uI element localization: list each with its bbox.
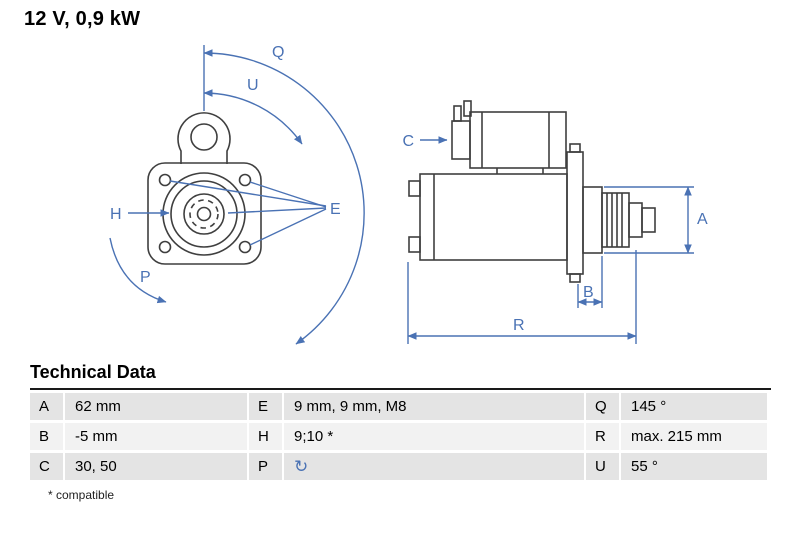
- mounting-tab: [408, 236, 421, 253]
- pinion-gear: [601, 192, 630, 248]
- shaft-hole: [196, 206, 212, 222]
- mounting-tab: [408, 180, 421, 197]
- technical-data-heading: Technical Data: [30, 362, 156, 382]
- technical-data-table: A 62 mm E 9 mm, 9 mm, M8 Q 145 ° B -5 mm…: [28, 390, 769, 483]
- param-key: H: [249, 423, 282, 450]
- e-pointer-line: [249, 181, 327, 208]
- q-angle-arc: [203, 49, 365, 345]
- param-value: 9;10 *: [284, 423, 584, 450]
- label-e: E: [330, 201, 341, 218]
- table-row: A 62 mm E 9 mm, 9 mm, M8 Q 145 °: [30, 393, 767, 420]
- pinion-shaft: [628, 202, 643, 238]
- param-value: 55 °: [621, 453, 767, 480]
- terminal-stud: [463, 100, 472, 117]
- param-value: 30, 50: [65, 453, 247, 480]
- side-labels: C A B R: [402, 133, 708, 334]
- bolt-hole: [238, 173, 252, 187]
- table-row: B -5 mm H 9;10 * R max. 215 mm: [30, 423, 767, 450]
- param-key: A: [30, 393, 63, 420]
- param-key: C: [30, 453, 63, 480]
- e-pointer-line: [249, 208, 327, 246]
- pilot-ring-outer: [162, 172, 246, 256]
- label-r: R: [513, 317, 525, 334]
- p-rotation-arc: [109, 237, 167, 304]
- page-title: 12 V, 0,9 kW: [24, 8, 141, 30]
- param-key: U: [586, 453, 619, 480]
- param-value: 9 mm, 9 mm, M8: [284, 393, 584, 420]
- label-u: U: [247, 77, 259, 94]
- front-labels: Q U E H P: [110, 44, 341, 286]
- mounting-ear: [177, 112, 231, 164]
- starter-motor-diagram: Q U E H P: [109, 44, 708, 345]
- label-h: H: [110, 206, 122, 223]
- table-row: C 30, 50 P ↻ U 55 °: [30, 453, 767, 480]
- flange-lug: [569, 273, 581, 283]
- bearing-housing: [582, 186, 603, 254]
- motor-body: [419, 173, 568, 261]
- bolt-hole: [238, 240, 252, 254]
- param-value: 145 °: [621, 393, 767, 420]
- e-pointer-line: [169, 180, 327, 207]
- ear-hole: [190, 123, 218, 151]
- flange-lug: [569, 143, 581, 153]
- terminal-stud: [453, 105, 462, 122]
- param-key: B: [30, 423, 63, 450]
- param-key: E: [249, 393, 282, 420]
- front-dimensions: [109, 45, 365, 345]
- side-dimensions: [407, 136, 694, 344]
- param-key: Q: [586, 393, 619, 420]
- front-view: [147, 112, 262, 265]
- label-a: A: [697, 211, 708, 228]
- spline-teeth: [189, 199, 219, 229]
- param-value: -5 mm: [65, 423, 247, 450]
- label-q: Q: [272, 44, 284, 61]
- param-value: ↻: [284, 453, 584, 480]
- param-key: R: [586, 423, 619, 450]
- bolt-hole: [158, 173, 172, 187]
- label-p: P: [140, 269, 151, 286]
- label-b: B: [583, 284, 594, 301]
- param-value: max. 215 mm: [621, 423, 767, 450]
- compatibility-footnote: * compatible: [48, 488, 115, 502]
- solenoid-cap: [451, 120, 471, 160]
- shaft-tip: [641, 207, 656, 233]
- param-value: 62 mm: [65, 393, 247, 420]
- side-view: [408, 100, 656, 283]
- label-c: C: [402, 133, 414, 150]
- pilot-ring-inner: [170, 180, 238, 248]
- drive-flange: [566, 151, 584, 275]
- rotation-icon: ↻: [294, 456, 309, 476]
- param-key: P: [249, 453, 282, 480]
- technical-data-section: Technical Data A 62 mm E 9 mm, 9 mm, M8 …: [30, 362, 771, 502]
- e-pointer-line: [227, 207, 327, 214]
- bolt-hole: [158, 240, 172, 254]
- divider: [30, 388, 771, 390]
- u-angle-arc: [203, 89, 303, 145]
- solenoid-body: [469, 111, 567, 169]
